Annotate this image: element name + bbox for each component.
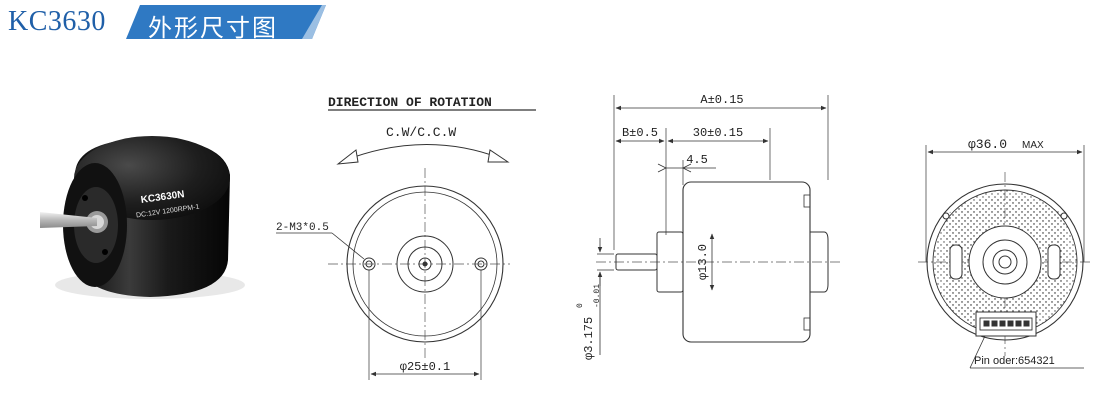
dim-boss-diameter: φ13.0 <box>696 244 710 280</box>
title-banner <box>126 5 326 39</box>
dim-shaft-diameter: φ3.175 <box>582 317 596 360</box>
rotation-direction: C.W/C.C.W <box>386 125 456 140</box>
front-view: DIRECTION OF ROTATION C.W/C.C.W 2-M3*0.5 <box>276 95 536 380</box>
dim-max-diameter: φ36.0 <box>968 137 1007 152</box>
dim-step: 4.5 <box>686 153 708 167</box>
dim-shaft-tol-lower: -0.01 <box>593 284 602 308</box>
rotation-heading: DIRECTION OF ROTATION <box>328 95 492 110</box>
dim-total-length: A±0.15 <box>700 93 743 107</box>
rear-view: φ36.0 MAX <box>918 137 1092 369</box>
side-view: A±0.15 B±0.5 30±0.15 4.5 φ13. <box>576 93 842 360</box>
dim-max-suffix: MAX <box>1022 140 1044 151</box>
product-photo: KC3630N DC:12V 1200RPM-1 <box>40 136 245 299</box>
banner-title: 外形尺寸图 <box>148 14 278 42</box>
dim-shaft-length: B±0.5 <box>622 126 658 140</box>
dim-body-length: 30±0.15 <box>693 126 743 140</box>
dim-shaft-tol-upper: 0 <box>576 303 585 308</box>
hole-callout: 2-M3*0.5 <box>276 222 329 234</box>
bolt-circle-dim: φ25±0.1 <box>400 360 450 374</box>
pin-order-label: Pin oder:654321 <box>974 355 1055 367</box>
model-title: KC3630 <box>8 6 106 37</box>
